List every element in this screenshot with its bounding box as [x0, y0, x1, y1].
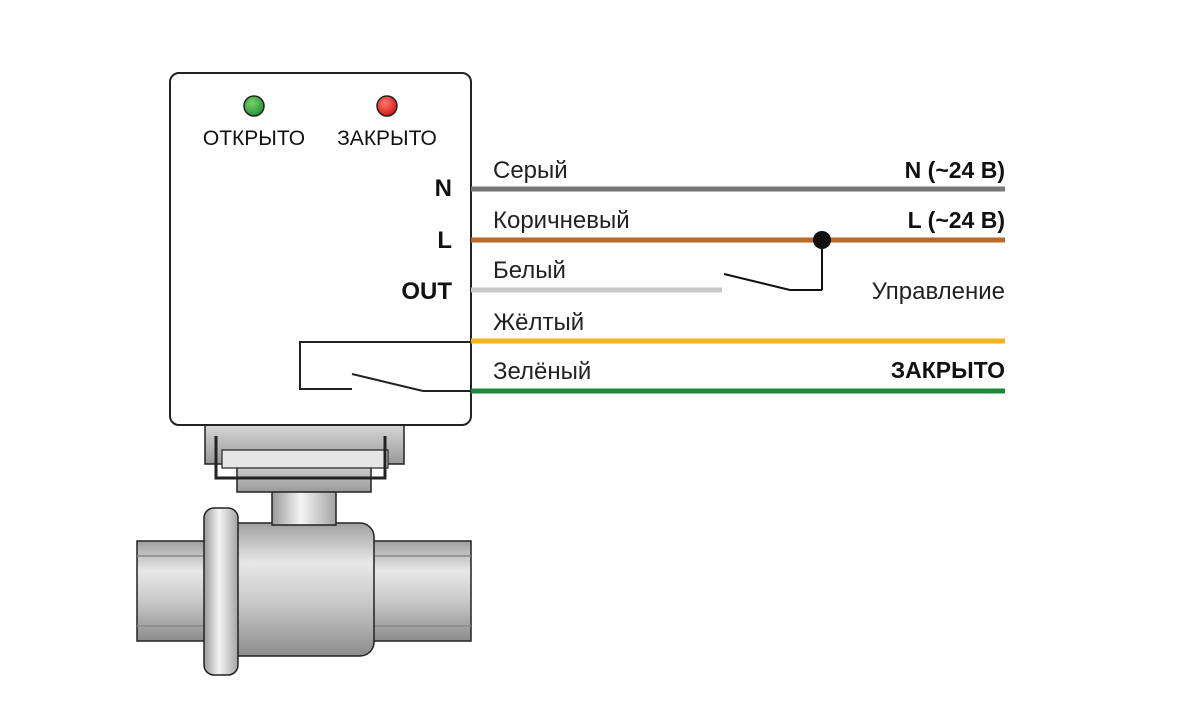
terminal-l-label: L: [437, 227, 452, 254]
control-switch: [723, 231, 831, 291]
ball-valve: [136, 487, 472, 676]
wire-yellow-label: Жёлтый: [493, 309, 584, 336]
wire-white-label: Белый: [493, 257, 566, 284]
valve-right-port: [371, 540, 472, 642]
control-label: Управление: [872, 278, 1005, 305]
signal-closed-label: ЗАКРЫТО: [891, 357, 1005, 383]
open-led-icon: [243, 95, 265, 117]
valve-stem: [271, 487, 337, 526]
valve-left-port: [136, 540, 210, 642]
wire-brown-label: Коричневый: [493, 207, 630, 234]
indicator-open-label: ОТКРЫТО: [203, 127, 305, 150]
mounting-bracket: [204, 423, 405, 493]
valve-union-nut: [203, 507, 239, 676]
signal-n-label: N (~24 В): [905, 157, 1005, 183]
valve-central-body: [223, 522, 375, 657]
junction-dot-icon: [813, 231, 831, 249]
actuator-housing: [169, 72, 472, 426]
signal-l-label: L (~24 В): [908, 207, 1005, 233]
limit-switch-contact: [299, 341, 471, 392]
wire-gray-label: Серый: [493, 157, 568, 184]
indicator-closed-label: ЗАКРЫТО: [337, 127, 437, 150]
terminal-out-label: OUT: [401, 278, 452, 305]
terminal-n-label: N: [435, 175, 452, 202]
wire-green-label: Зелёный: [493, 358, 591, 385]
closed-led-icon: [376, 95, 398, 117]
